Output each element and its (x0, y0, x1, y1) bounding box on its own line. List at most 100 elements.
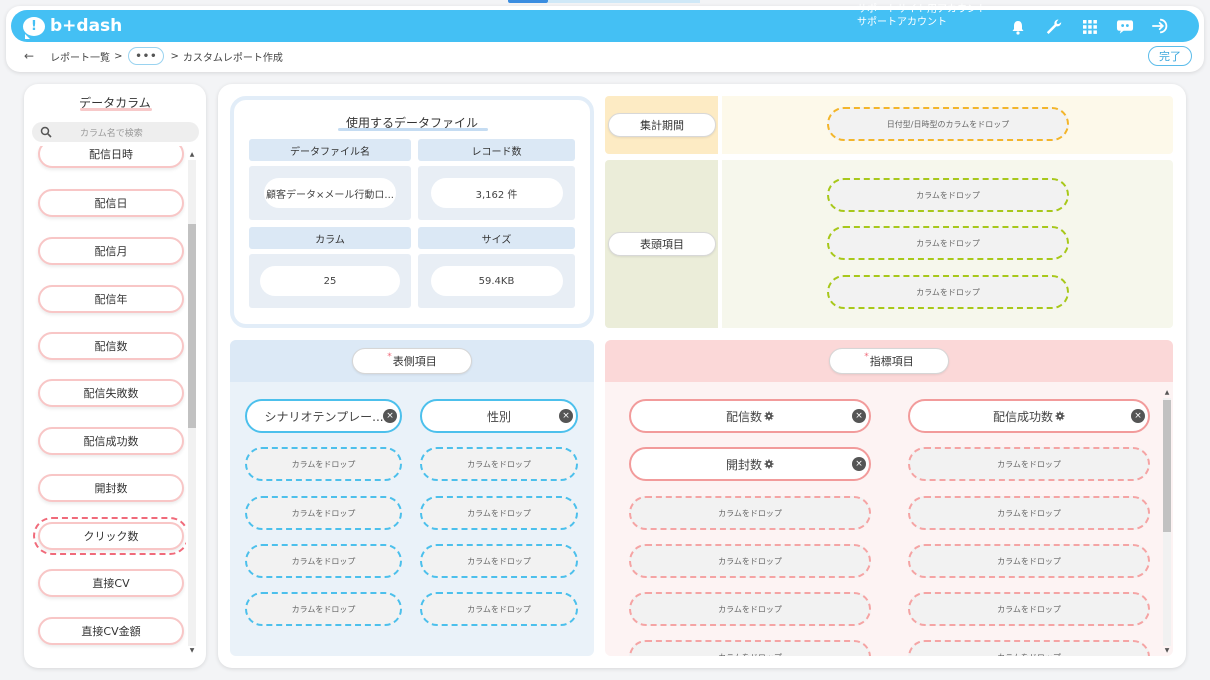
column-item[interactable]: 直接CV (38, 569, 184, 597)
metric-item-filled[interactable]: 配信成功数 × (908, 399, 1150, 433)
data-file-info: 使用するデータファイル データファイル名 レコード数 顧客データ×メール行動ロ.… (230, 96, 594, 328)
scroll-thumb[interactable] (1163, 400, 1171, 532)
breadcrumb: ← レポート一覧 > ••• > カスタムレポート作成 (24, 46, 283, 66)
remove-icon[interactable]: × (852, 409, 866, 423)
row-item-filled[interactable]: シナリオテンプレー... × (245, 399, 402, 433)
title-underline (80, 108, 152, 111)
file-name-header: データファイル名 (249, 139, 411, 161)
size-value: 59.4KB (430, 266, 563, 296)
metric-drop-slot[interactable]: カラムをドロップ (629, 640, 871, 656)
row-item-name: 性別 (486, 409, 511, 424)
period-label: 集計期間 (608, 113, 716, 137)
column-item[interactable]: 配信年 (38, 285, 184, 313)
scroll-up-arrow-icon[interactable]: ▲ (1164, 389, 1170, 396)
column-item[interactable]: 直接CV金額 (38, 617, 184, 645)
chat-bot-icon[interactable] (1116, 17, 1134, 35)
scroll-up-arrow-icon[interactable]: ▲ (189, 151, 195, 158)
row-drop-slot[interactable]: カラムをドロップ (420, 496, 578, 530)
column-item[interactable]: 配信失敗数 (38, 379, 184, 407)
metric-drop-slot[interactable]: カラムをドロップ (908, 447, 1150, 481)
column-item[interactable]: 配信成功数 (38, 427, 184, 455)
period-drop-slot[interactable]: 日付型/日時型のカラムをドロップ (827, 107, 1069, 141)
header-drop-slot[interactable]: カラムをドロップ (827, 275, 1069, 309)
record-count-cell: 3,162 件 (418, 166, 575, 220)
metric-zone-scrollbar[interactable]: ▲ ▼ (1162, 388, 1172, 656)
row-items-zone: * 表側項目 シナリオテンプレー... × 性別 × カラムをドロップ カラムを… (230, 340, 594, 656)
column-item[interactable]: 開封数 (38, 474, 184, 502)
metric-drop-slot[interactable]: カラムをドロップ (629, 544, 871, 578)
breadcrumb-report-list[interactable]: レポート一覧 (50, 52, 111, 64)
required-mark: * (864, 352, 869, 362)
column-item[interactable]: 配信月 (38, 237, 184, 265)
row-drop-slot[interactable]: カラムをドロップ (245, 447, 402, 481)
gear-icon[interactable] (764, 459, 774, 469)
metric-drop-slot[interactable]: カラムをドロップ (908, 544, 1150, 578)
metric-drop-slot[interactable]: カラムをドロップ (908, 640, 1150, 656)
search-icon (40, 126, 52, 138)
logout-icon[interactable] (1152, 17, 1170, 35)
wrench-icon[interactable] (1044, 17, 1062, 35)
column-search-input[interactable]: カラム名で検索 (32, 122, 199, 142)
done-button[interactable]: 完了 (1148, 46, 1192, 66)
metric-drop-slot[interactable]: カラムをドロップ (908, 592, 1150, 626)
row-item-filled[interactable]: 性別 × (420, 399, 578, 433)
metric-items-label-text: 指標項目 (869, 355, 914, 368)
column-item[interactable]: 配信日時 (38, 146, 184, 168)
logo-bubble-icon: ! (23, 16, 45, 39)
remove-icon[interactable]: × (1131, 409, 1145, 423)
row-drop-slot[interactable]: カラムをドロップ (420, 592, 578, 626)
breadcrumb-separator: > (170, 50, 179, 62)
column-item[interactable]: 配信数 (38, 332, 184, 360)
gear-icon[interactable] (1055, 411, 1065, 421)
column-item-selected[interactable]: クリック数 (33, 517, 186, 555)
header-items-label: 表頭項目 (608, 232, 716, 256)
column-item[interactable]: 配信日 (38, 189, 184, 217)
data-file-title: 使用するデータファイル (345, 116, 478, 130)
back-arrow-icon[interactable]: ← (24, 49, 35, 63)
row-drop-slot[interactable]: カラムをドロップ (245, 592, 402, 626)
search-placeholder: カラム名で検索 (80, 128, 143, 139)
row-drop-slot[interactable]: カラムをドロップ (420, 447, 578, 481)
account-line1: サポートサイト用アカウント (857, 4, 987, 15)
remove-icon[interactable]: × (559, 409, 573, 423)
app-header: ! b+dash (11, 10, 1199, 42)
breadcrumb-separator: > (114, 50, 123, 62)
metric-items-label: * 指標項目 (829, 348, 949, 374)
gear-icon[interactable] (764, 411, 774, 421)
remove-icon[interactable]: × (852, 457, 866, 471)
column-count-value: 25 (260, 266, 400, 296)
column-count-header: カラム (249, 227, 411, 249)
remove-icon[interactable]: × (383, 409, 397, 423)
scroll-down-arrow-icon[interactable]: ▼ (1164, 647, 1170, 654)
app-logo[interactable]: ! b+dash (23, 16, 123, 39)
column-panel-title: データカラム (79, 96, 151, 110)
metric-item-filled[interactable]: 配信数 × (629, 399, 871, 433)
account-info[interactable]: サポートサイト用アカウント サポートアカウント (857, 3, 987, 29)
column-panel: データカラム カラム名で検索 配信日時 配信日 配信月 配信年 配信数 配信失敗… (24, 84, 206, 668)
row-drop-slot[interactable]: カラムをドロップ (245, 496, 402, 530)
metric-item-name: 開封数 (725, 457, 762, 472)
metric-drop-slot[interactable]: カラムをドロップ (908, 496, 1150, 530)
metric-drop-slot[interactable]: カラムをドロップ (629, 496, 871, 530)
logo-text: b+dash (50, 16, 123, 36)
scroll-down-arrow-icon[interactable]: ▼ (189, 647, 195, 654)
size-header: サイズ (418, 227, 575, 249)
row-drop-slot[interactable]: カラムをドロップ (420, 544, 578, 578)
scroll-thumb[interactable] (188, 224, 196, 428)
top-accent-strip (508, 0, 548, 3)
metric-drop-slot[interactable]: カラムをドロップ (629, 592, 871, 626)
file-name-cell: 顧客データ×メール行動ロ... (249, 166, 411, 220)
header-drop-slot[interactable]: カラムをドロップ (827, 226, 1069, 260)
record-count-value: 3,162 件 (430, 178, 563, 208)
row-drop-slot[interactable]: カラムをドロップ (245, 544, 402, 578)
required-mark: * (387, 352, 392, 362)
breadcrumb-more-button[interactable]: ••• (128, 47, 165, 65)
metric-item-filled[interactable]: 開封数 × (629, 447, 871, 481)
title-underline (338, 128, 488, 131)
bell-icon[interactable] (1009, 18, 1027, 36)
record-count-header: レコード数 (418, 139, 575, 161)
header-drop-slot[interactable]: カラムをドロップ (827, 178, 1069, 212)
metric-item-name: 配信成功数 (992, 409, 1053, 424)
column-list-scrollbar[interactable]: ▲ ▼ (187, 150, 197, 656)
grid-icon[interactable] (1081, 18, 1099, 36)
